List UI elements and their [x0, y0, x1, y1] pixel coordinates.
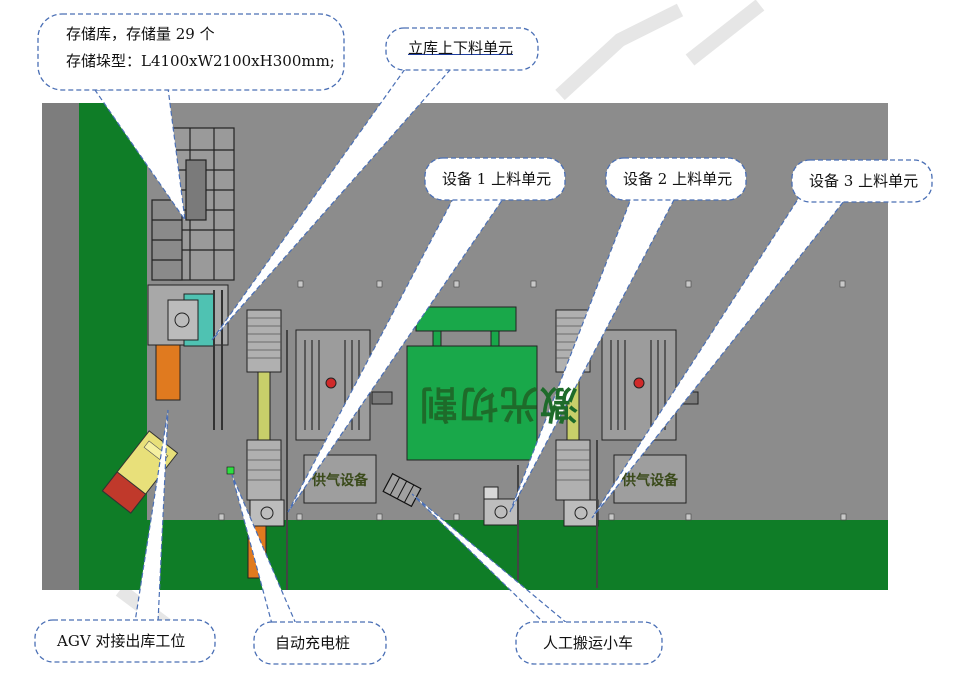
laser-cutting-machine: [406, 306, 538, 461]
stacker-unit: [147, 284, 229, 430]
storage-callout-line2: 存储垛型：L4100xW2100xH300mm;: [66, 52, 335, 70]
laser-cutting-label: 激光切割: [418, 382, 579, 426]
charging-callout: 自动充电桩: [275, 634, 351, 652]
charging-pile: [226, 466, 235, 475]
callout-bubbles: [34, 13, 933, 665]
device2-callout: 设备 2 上料单元: [623, 170, 733, 188]
gas-supply-2-box: [613, 454, 687, 504]
storage-rack: [151, 127, 235, 281]
manual-cart: [382, 472, 422, 508]
callout-pointers: [93, 61, 850, 625]
walkway-left: [79, 103, 147, 590]
device3-callout: 设备 3 上料单元: [809, 172, 919, 190]
device2-loading-unit: [483, 465, 519, 580]
stacker-unit-callout: 立库上下料单元: [408, 38, 513, 58]
device1-callout: 设备 1 上料单元: [442, 170, 552, 188]
agv-station-callout: AGV 对接出库工位: [57, 632, 186, 650]
manual-cart-callout: 人工搬运小车: [543, 634, 634, 652]
floor-bolts: [218, 280, 847, 521]
storage-callout-line1: 存储库，存储量 29 个: [66, 25, 215, 43]
stacker-unit-callout-text: 立库上下料单元: [408, 39, 514, 57]
left-aisle: [42, 103, 79, 590]
gas-supply-2-label: 供气设备: [622, 473, 678, 489]
gas-supply-1-label: 供气设备: [312, 473, 368, 489]
